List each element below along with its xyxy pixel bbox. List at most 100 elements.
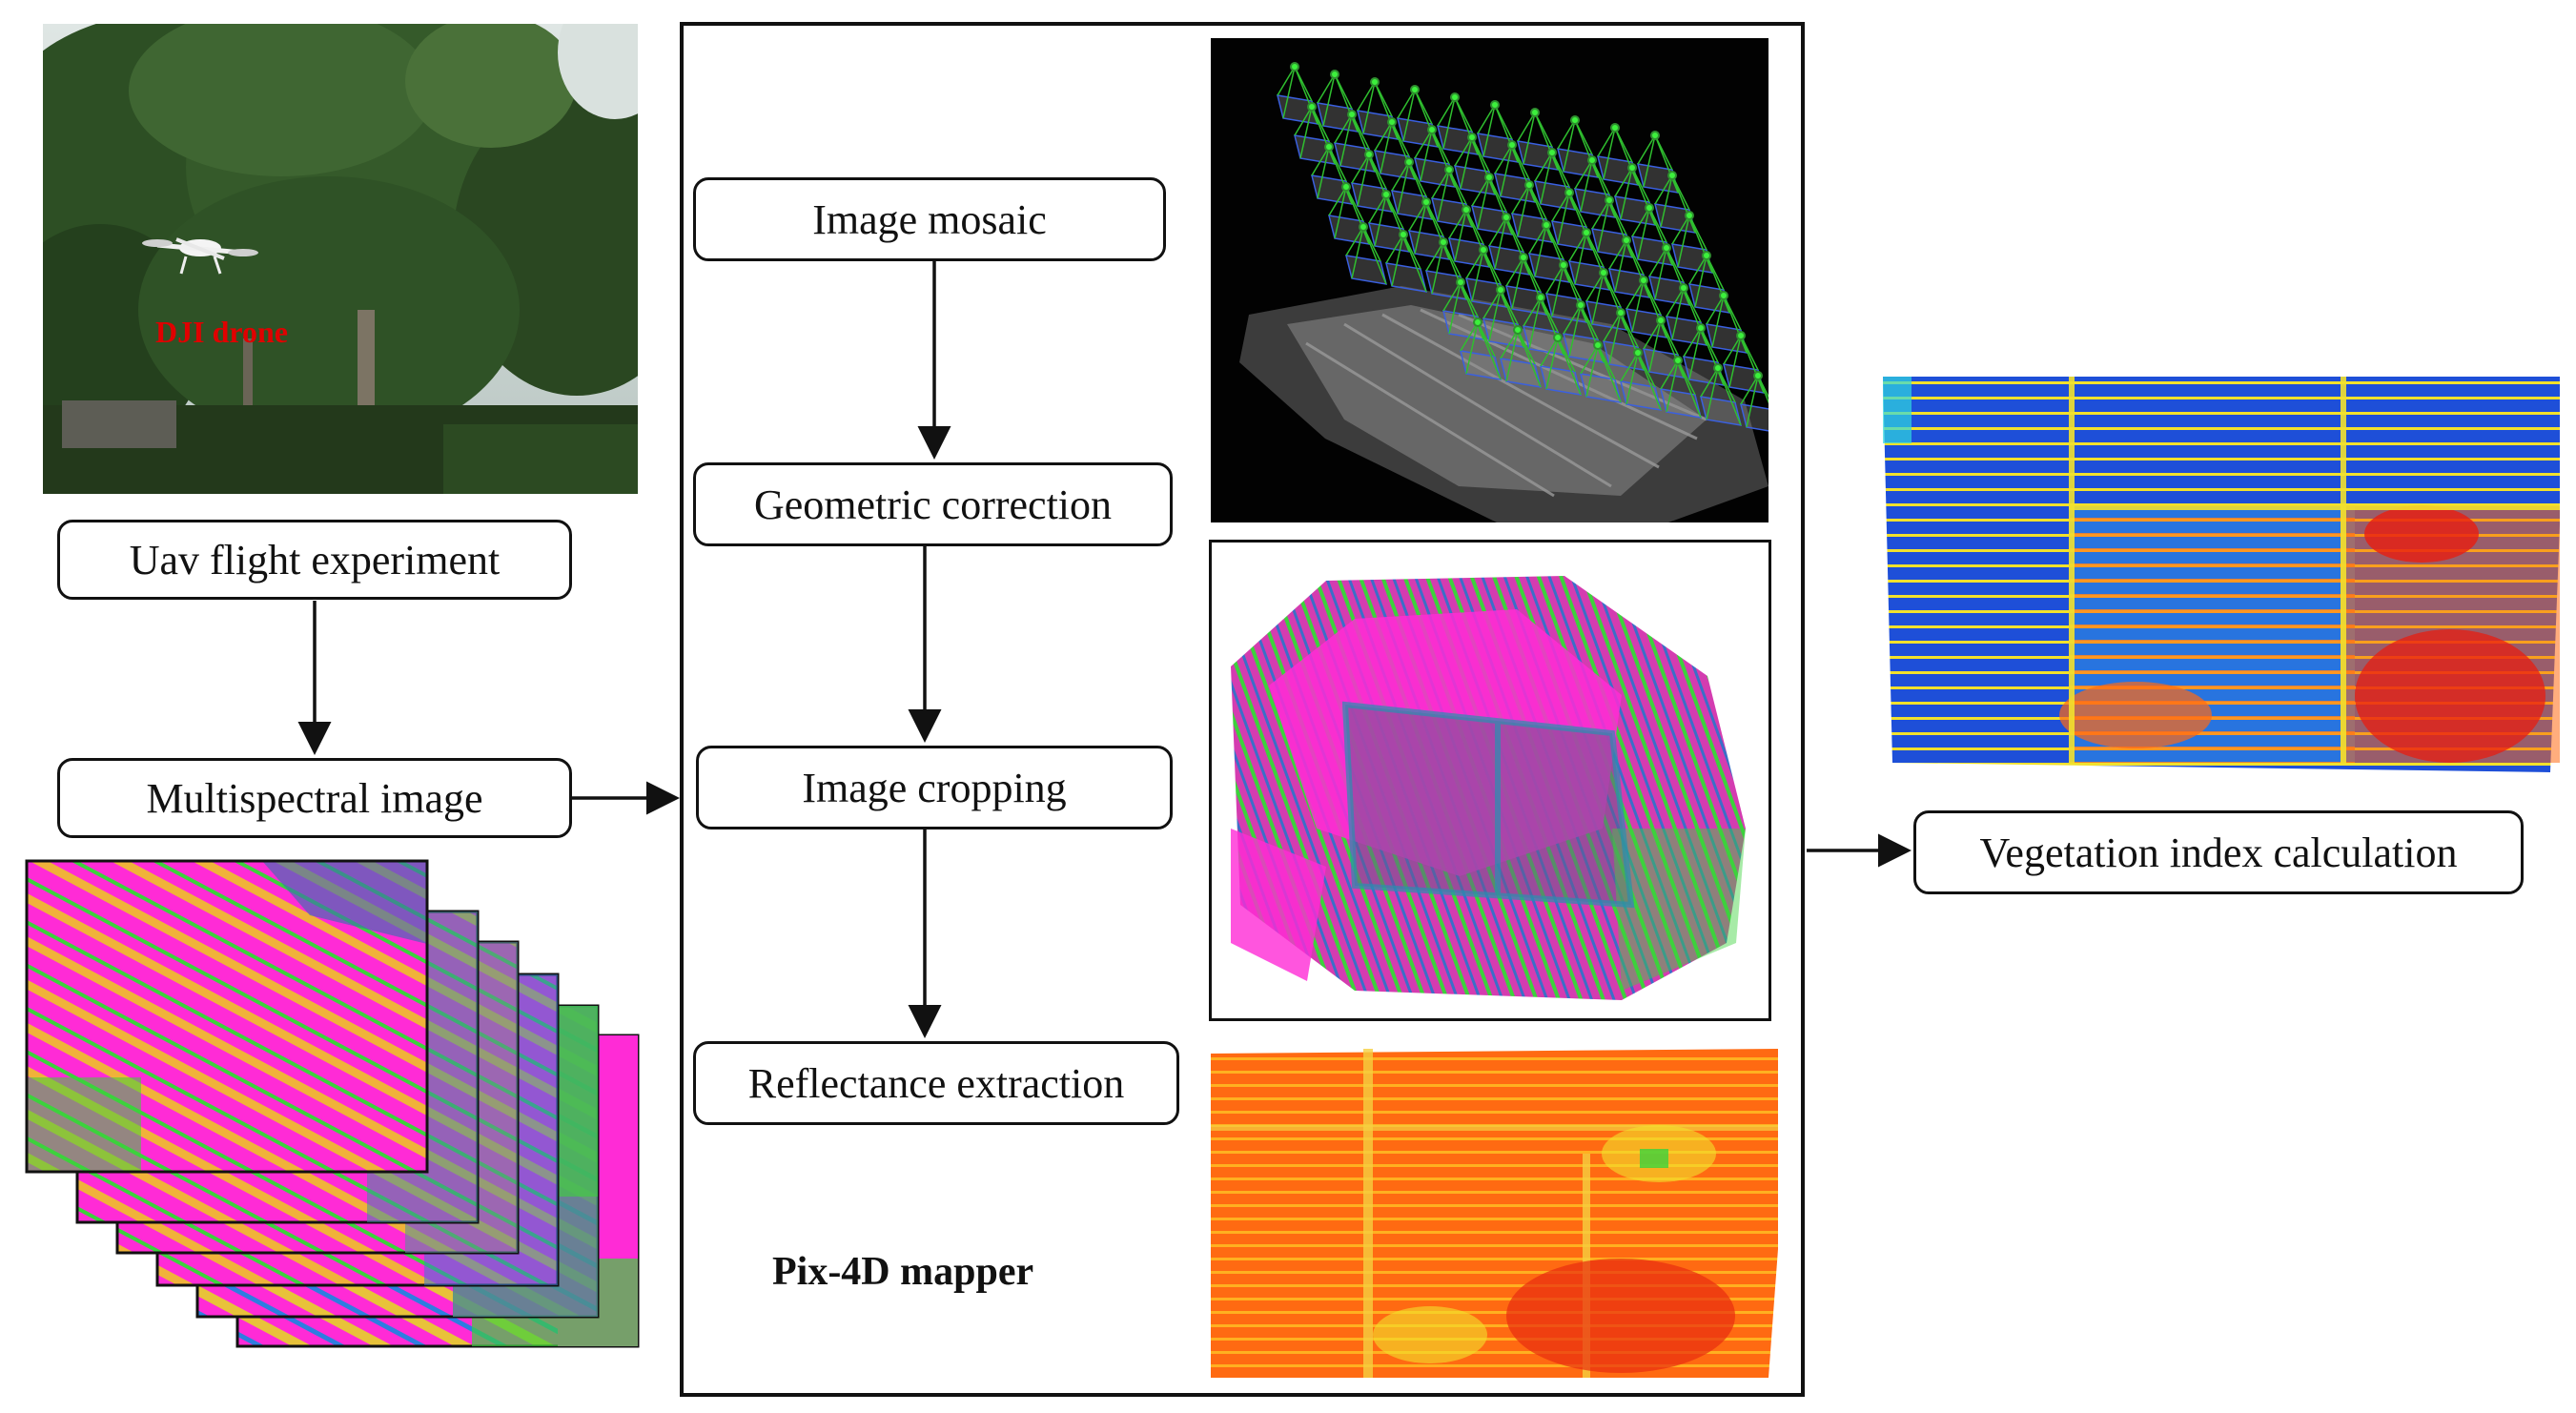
camera-position bbox=[1450, 92, 1460, 102]
camera-ray bbox=[1728, 335, 1742, 388]
camera-ray bbox=[1711, 295, 1725, 348]
camera-ray bbox=[1528, 224, 1547, 255]
camera-position bbox=[1290, 62, 1299, 72]
camera-ray bbox=[1666, 287, 1685, 317]
camera-ray bbox=[1494, 144, 1513, 174]
camera-ray bbox=[1585, 344, 1599, 398]
camera-ray bbox=[1523, 256, 1547, 316]
camera-ray bbox=[1500, 144, 1513, 197]
camera-ray bbox=[1688, 255, 1707, 285]
camera-ray bbox=[1534, 224, 1547, 277]
camera-ray bbox=[1603, 312, 1622, 342]
software-label: Pix-4D mapper bbox=[772, 1250, 1034, 1294]
camera-ray bbox=[1442, 281, 1462, 312]
camera-ray bbox=[1517, 184, 1530, 237]
camera-ray bbox=[1431, 169, 1450, 199]
camera-ray bbox=[1574, 119, 1599, 178]
camera-ray bbox=[1568, 304, 1582, 358]
camera-ray bbox=[1671, 215, 1690, 245]
camera-position bbox=[1507, 140, 1517, 150]
camera-ray bbox=[1603, 272, 1627, 331]
pix4d-panel bbox=[680, 22, 1805, 1397]
camera-position bbox=[1444, 165, 1454, 174]
camera-ray bbox=[1694, 255, 1707, 308]
camera-position bbox=[1685, 211, 1694, 220]
camera-ray bbox=[1339, 113, 1353, 167]
camera-ray bbox=[1448, 281, 1462, 335]
camera-ray bbox=[1574, 159, 1593, 190]
camera-pyramids bbox=[1276, 62, 1768, 432]
camera-position bbox=[1347, 110, 1357, 119]
camera-ray bbox=[1643, 319, 1662, 350]
camera-position bbox=[1513, 325, 1523, 335]
camera-position bbox=[1359, 222, 1368, 232]
camera-ray bbox=[1706, 367, 1719, 420]
camera-position bbox=[1547, 148, 1557, 157]
camera-ray bbox=[1625, 279, 1645, 310]
camera-ray bbox=[1557, 192, 1570, 245]
camera-ray bbox=[1620, 352, 1639, 382]
camera-position bbox=[1341, 182, 1351, 192]
camera-ray bbox=[1425, 201, 1450, 260]
camera-ray bbox=[1482, 104, 1496, 157]
camera-ray bbox=[1580, 304, 1605, 363]
camera-ray bbox=[1357, 81, 1376, 112]
camera-ray bbox=[1637, 134, 1656, 165]
camera-ray bbox=[1420, 129, 1433, 182]
camera-ray bbox=[1391, 161, 1410, 192]
camera-position bbox=[1564, 188, 1574, 197]
camera-ray bbox=[1746, 375, 1759, 428]
camera-position bbox=[1490, 100, 1500, 110]
camera-ray bbox=[1625, 239, 1650, 298]
camera-position bbox=[1410, 85, 1420, 94]
camera-ray bbox=[1654, 134, 1679, 194]
camera-position bbox=[1570, 115, 1580, 125]
uav-flight-label: Uav flight experiment bbox=[129, 536, 501, 584]
camera-ray bbox=[1654, 174, 1673, 205]
camera-ray bbox=[1299, 106, 1313, 159]
camera-position bbox=[1496, 285, 1505, 295]
camera-ray bbox=[1637, 207, 1650, 260]
camera-ray bbox=[1328, 186, 1347, 216]
camera-position bbox=[1702, 251, 1711, 260]
camera-ray bbox=[1442, 96, 1456, 150]
camera-ray bbox=[1397, 89, 1416, 119]
camera-ray bbox=[1488, 176, 1513, 236]
camera-ray bbox=[1631, 167, 1656, 226]
camera-ray bbox=[1666, 247, 1690, 306]
camera-position bbox=[1736, 331, 1746, 340]
camera-ray bbox=[1540, 297, 1564, 356]
camera-position bbox=[1404, 157, 1414, 167]
camera-position bbox=[1627, 163, 1637, 173]
camera-ray bbox=[1563, 304, 1582, 335]
camera-ray bbox=[1322, 73, 1336, 127]
camera-position bbox=[1599, 268, 1608, 277]
camera-ray bbox=[1545, 337, 1559, 390]
camera-position bbox=[1536, 293, 1545, 302]
camera-ray bbox=[1631, 279, 1645, 333]
camera-ray bbox=[1614, 239, 1627, 293]
camera-ray bbox=[1311, 106, 1336, 165]
camera-ray bbox=[1574, 232, 1587, 285]
camera-ray bbox=[1408, 161, 1433, 220]
camera-position bbox=[1381, 190, 1391, 199]
drone-icon bbox=[142, 237, 258, 275]
camera-position bbox=[1753, 371, 1763, 380]
camera-ray bbox=[1460, 136, 1473, 190]
camera-ray bbox=[1723, 295, 1748, 354]
camera-ray bbox=[1740, 335, 1765, 394]
geometric-correction-image bbox=[1209, 540, 1771, 1021]
camera-ray bbox=[1700, 367, 1719, 398]
camera-ray bbox=[1603, 127, 1616, 180]
vegetation-index-box: Vegetation index calculation bbox=[1913, 810, 2524, 894]
camera-ray bbox=[1723, 335, 1742, 365]
camera-ray bbox=[1568, 232, 1587, 262]
camera-position bbox=[1439, 237, 1448, 247]
camera-ray bbox=[1391, 121, 1416, 180]
camera-position bbox=[1639, 276, 1648, 285]
geometric-correction-box: Geometric correction bbox=[693, 462, 1173, 546]
geometric-correction-label: Geometric correction bbox=[753, 481, 1113, 528]
camera-ray bbox=[1608, 312, 1622, 365]
camera-position bbox=[1645, 203, 1654, 213]
camera-ray bbox=[1465, 321, 1479, 375]
